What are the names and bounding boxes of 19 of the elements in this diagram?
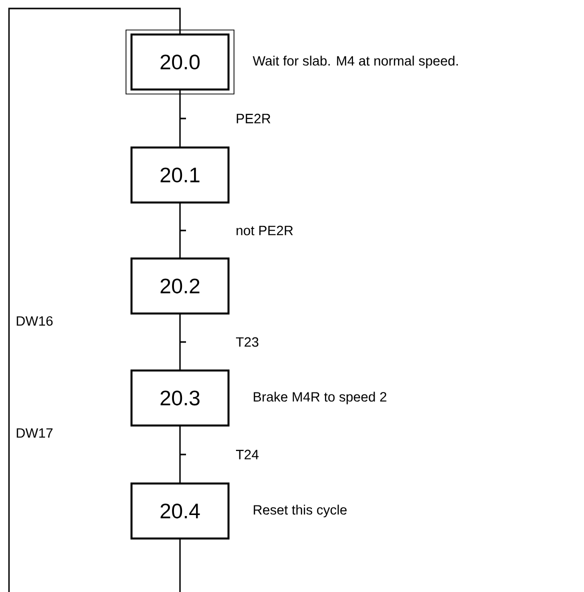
data-word-label: DW16 [16,316,53,326]
transition-condition: T24 [236,450,259,460]
step-box: 20.4 [130,482,230,540]
initial-step-box: 20.0 [126,30,234,94]
step-box: 20.2 [130,258,230,314]
transition-condition: T23 [236,337,258,347]
step-action: Reset this cycle [254,504,347,518]
step-box: 20.1 [130,146,230,204]
transition-condition: PE2R [236,114,270,124]
transition-line [179,314,187,370]
transition-line [179,90,187,148]
step-action: Brake M4R to speed 2 [254,392,386,404]
transition-line [179,202,187,258]
loop-line [8,8,181,592]
data-word-label: DW17 [16,428,53,438]
step-action: Wait for slab. M4 at normal speed. [252,56,458,68]
transition-line [179,426,187,484]
transition-condition: not PE2R [236,226,293,236]
step-box: 20.3 [130,370,230,426]
